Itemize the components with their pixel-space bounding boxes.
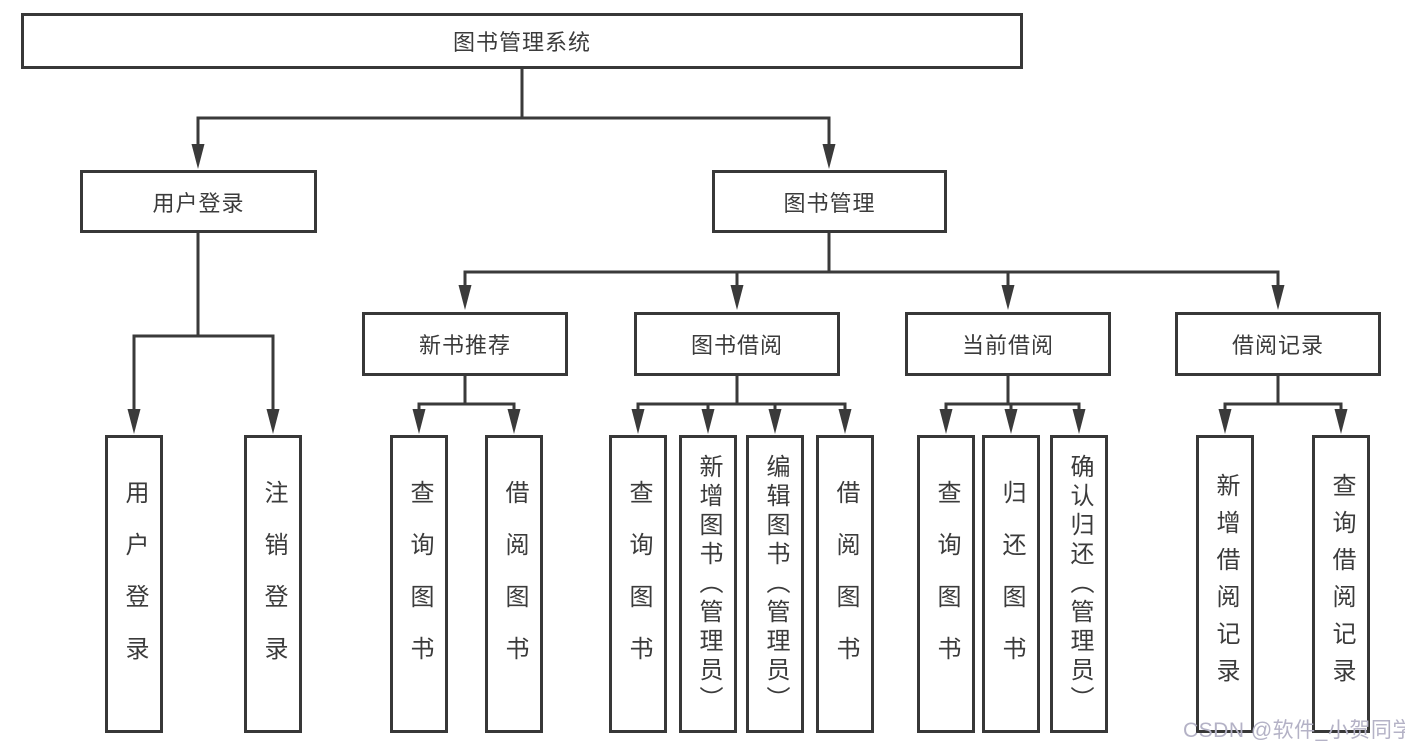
leaf-return-book: 归还图书 — [982, 435, 1040, 733]
leaf-query-borrow-record: 查询借阅记录 — [1312, 435, 1370, 733]
node-user-login-label: 用户登录 — [152, 190, 245, 216]
leaf-confirm-return-admin: 确认归还（管理员） — [1050, 435, 1108, 733]
leaf-borrow-books-label: 借阅图书 — [832, 480, 859, 688]
leaf-confirm-return-admin-label: 确认归还（管理员） — [1066, 453, 1093, 715]
node-library-system: 图书管理系统 — [21, 13, 1023, 69]
leaf-borrow-books: 借阅图书 — [485, 435, 543, 733]
leaf-user-login-label: 用户登录 — [121, 480, 148, 688]
leaf-add-borrow-record-label: 新增借阅记录 — [1212, 473, 1239, 695]
leaf-query-borrow-record-label: 查询借阅记录 — [1328, 473, 1355, 695]
leaf-query-books-label: 查询图书 — [406, 480, 433, 688]
node-book-management-label: 图书管理 — [783, 190, 876, 216]
node-user-login: 用户登录 — [80, 170, 317, 233]
leaf-user-login: 用户登录 — [105, 435, 163, 733]
node-current-borrowing-label: 当前借阅 — [961, 333, 1054, 358]
node-new-book-recommendation-label: 新书推荐 — [418, 333, 511, 358]
leaf-query-books: 查询图书 — [390, 435, 448, 733]
csdn-watermark: CSDN @软件_小贺同学 — [1183, 719, 1405, 742]
node-current-borrowing: 当前借阅 — [905, 312, 1111, 376]
node-book-borrowing-label: 图书借阅 — [690, 333, 783, 358]
leaf-query-books: 查询图书 — [917, 435, 975, 733]
leaf-borrow-books: 借阅图书 — [816, 435, 874, 733]
leaf-edit-book-admin-label: 编辑图书（管理员） — [762, 453, 789, 715]
leaf-query-books-label: 查询图书 — [625, 480, 652, 688]
leaf-edit-book-admin: 编辑图书（管理员） — [746, 435, 804, 733]
leaf-add-borrow-record: 新增借阅记录 — [1196, 435, 1254, 733]
leaf-add-book-admin: 新增图书（管理员） — [679, 435, 737, 733]
leaf-return-book-label: 归还图书 — [998, 480, 1025, 688]
node-new-book-recommendation: 新书推荐 — [362, 312, 568, 376]
leaf-query-books-label: 查询图书 — [933, 480, 960, 688]
node-borrowing-records: 借阅记录 — [1175, 312, 1381, 376]
node-book-management: 图书管理 — [712, 170, 947, 233]
node-borrowing-records-label: 借阅记录 — [1231, 333, 1324, 358]
leaf-logout: 注销登录 — [244, 435, 302, 733]
leaf-query-books: 查询图书 — [609, 435, 667, 733]
node-book-borrowing: 图书借阅 — [634, 312, 840, 376]
leaf-add-book-admin-label: 新增图书（管理员） — [695, 453, 722, 715]
node-library-system-label: 图书管理系统 — [452, 30, 591, 55]
leaf-logout-label: 注销登录 — [260, 480, 287, 688]
leaf-borrow-books-label: 借阅图书 — [501, 480, 528, 688]
